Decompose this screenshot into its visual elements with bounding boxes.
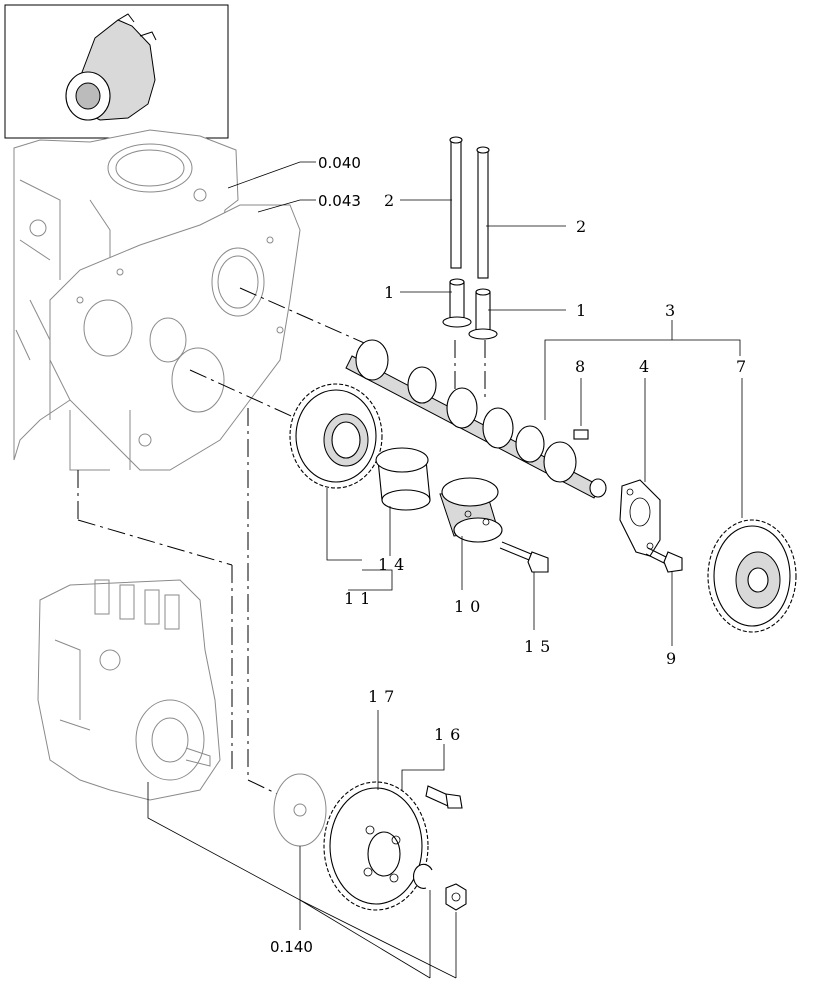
callout-17: 17 [368, 687, 400, 706]
callout-14: 14 [378, 555, 410, 574]
push-rods [449, 136, 490, 279]
ref-label-0043: 0.043 [318, 192, 361, 210]
tappets [442, 278, 498, 340]
alignment-lines [77, 287, 486, 801]
bolt-9 [645, 547, 683, 573]
ref-label-0140: 0.140 [270, 938, 313, 956]
ref-label-0040: 0.040 [318, 154, 361, 172]
injection-pump [37, 579, 221, 801]
bushing [375, 447, 431, 511]
callout-8: 8 [575, 357, 591, 376]
idler-shaft [439, 477, 503, 543]
pump-gear [323, 781, 429, 911]
callout-11: 11 [344, 589, 376, 608]
camshaft-gear [707, 519, 797, 633]
engine-thumbnail-icon [65, 13, 157, 121]
idler-gear [289, 383, 383, 489]
callout-4: 4 [639, 357, 655, 376]
pump-flange [273, 773, 327, 847]
camshaft [345, 339, 607, 499]
thumbnail-frame [4, 4, 229, 139]
gasket-plate [49, 204, 301, 471]
callout-7: 7 [736, 357, 752, 376]
callout-10: 10 [454, 597, 486, 616]
lock-washer [412, 863, 433, 889]
callout-15: 15 [524, 637, 556, 656]
plug-16 [425, 785, 463, 809]
bolt-15 [499, 541, 549, 573]
callout-9: 9 [666, 649, 682, 668]
callout-2-right: 2 [576, 217, 592, 236]
woodruff-key [573, 429, 589, 440]
callout-16: 16 [434, 725, 466, 744]
leader-lines [147, 161, 743, 979]
thrust-plate [619, 479, 661, 557]
callout-2-left: 2 [384, 191, 400, 210]
callout-1-left: 1 [384, 283, 400, 302]
callout-3: 3 [665, 301, 681, 320]
callout-1-right: 1 [576, 301, 592, 320]
hex-nut [445, 883, 467, 911]
